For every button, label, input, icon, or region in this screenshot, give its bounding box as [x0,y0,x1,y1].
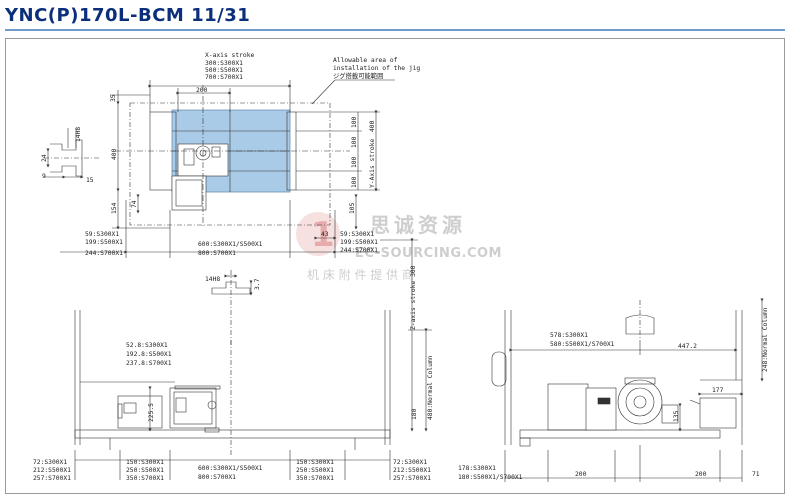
x-stroke-value-1: 300:S300X1 [205,60,243,67]
front-br-2: 212:S500X1 [393,467,431,474]
side-dim-200a: 200 [575,471,587,478]
z-stroke-label: Z-axis stroke 300 [410,265,417,330]
side-dim-4472: 447.2 [678,343,697,350]
x-stroke-value-3: 700:S700X1 [205,74,243,81]
front-view-labels: 52.8:S300X1 192.8:S500X1 237.8:S700X1 Z-… [33,265,434,482]
side-bl-2: 180:S500X1/S700X1 [458,474,523,481]
front-br-3: 257:S700X1 [393,475,431,482]
drawing-frame [5,38,785,494]
top-view-labels: X-axis stroke 300:S300X1 500:S500X1 700:… [85,52,420,257]
front-offset-1: 52.8:S300X1 [126,342,168,349]
tslot-left-h8: 14H8 [75,127,82,142]
front-dim-2255: 225.5 [148,403,155,422]
front-bmr-1: 150:S300X1 [296,459,334,466]
side-normal-column: 248:Normal Column [762,307,769,372]
side-dim-71: 71 [752,471,760,478]
dim-105: 105 [349,202,356,214]
x-stroke-value-2: 500:S500X1 [205,67,243,74]
left-bottom-line-3: 244:S700X1 [85,250,123,257]
front-bc-1: 600:S300X1/S500X1 [198,465,263,472]
front-normal-column: 480:Normal Column [427,355,434,420]
watermark-logo: 1 [296,212,340,256]
dim-400-right: 400 [369,120,376,132]
jig-note-line-3: ジグ搭載可能範囲 [333,71,383,80]
side-top-2: 580:S500X1/S700X1 [550,341,615,348]
watermark: 1 思诚资源 EC-SOURCING.COM 机 床 附 件 提 供 商 [296,212,502,282]
front-bml-1: 150:S300X1 [126,459,164,466]
front-bmr-3: 350:S700X1 [296,475,334,482]
front-bc-2: 800:S700X1 [198,474,236,481]
front-bl-1: 72:S300X1 [33,459,67,466]
center-bottom-line-1: 600:S300X1/S500X1 [198,241,263,248]
jig-note-line-2: installation of the jig [333,65,420,72]
left-bottom-line-1: 59:S300X1 [85,231,119,238]
center-h8: 14H8 [205,276,220,283]
left-bottom-line-2: 199:S500X1 [85,239,123,246]
tslot-detail-center-labels: 14H8 3.7 [205,276,261,290]
dim-200-top: 200 [196,87,208,94]
dim-400-left: 400 [111,148,118,160]
y-stroke-label: Y-Axis stroke [369,139,376,188]
watermark-cn-sub: 机 床 附 件 提 供 商 [307,267,414,282]
front-br-1: 72:S300X1 [393,459,427,466]
front-bml-2: 250:S500X1 [126,467,164,474]
tslot-left-24: 24 [41,154,48,162]
tslot-left-9: 9 [42,173,46,180]
side-bl-1: 178:S300X1 [458,465,496,472]
y-dim-4: 100 [351,176,358,188]
front-offset-2: 192.8:S500X1 [126,351,172,358]
dim-154: 154 [111,202,118,214]
right-bottom-line-1: 59:S300X1 [340,231,374,238]
side-view-labels: 578:S300X1 580:S500X1/S700X1 447.2 248:N… [458,307,769,481]
x-stroke-label: X-axis stroke [205,52,254,59]
right-bottom-line-3: 244:S700X1 [340,247,378,254]
top-view [60,79,395,258]
front-dim-180: 180 [411,408,418,420]
side-dim-177: 177 [712,387,724,394]
center-bottom-line-2: 800:S700X1 [198,250,236,257]
side-dim-135: 135 [673,410,680,422]
y-dim-1: 100 [351,116,358,128]
dim-35: 35 [110,94,117,102]
dim-43: 43 [321,231,329,238]
y-dim-3: 100 [351,156,358,168]
tslot-left-15: 15 [86,177,94,184]
tslot-detail-left-labels: 14H8 24 9 15 [41,127,94,184]
watermark-cn-main: 思诚资源 [370,213,466,237]
right-bottom-line-2: 199:S500X1 [340,239,378,246]
header: YNC(P)170L-BCM 11/31 [5,2,785,32]
tslot-detail-center [211,270,253,345]
front-view [74,238,432,480]
center-dim-37: 3.7 [254,278,261,290]
front-offset-3: 237.8:S700X1 [126,360,172,367]
title-rule [5,29,785,31]
page-title: YNC(P)170L-BCM 11/31 [5,5,251,26]
side-top-1: 578:S300X1 [550,332,588,339]
front-bmr-2: 250:S500X1 [296,467,334,474]
side-dim-200b: 200 [695,471,707,478]
front-bml-3: 350:S700X1 [126,475,164,482]
front-bl-3: 257:S700X1 [33,475,71,482]
jig-note-line-1: Allowable area of [333,57,398,64]
dim-74: 74 [131,200,138,208]
front-bl-2: 212:S500X1 [33,467,71,474]
y-dim-2: 100 [351,136,358,148]
tslot-detail-left [44,128,100,179]
side-view [491,298,764,482]
watermark-en: EC-SOURCING.COM [355,246,502,261]
